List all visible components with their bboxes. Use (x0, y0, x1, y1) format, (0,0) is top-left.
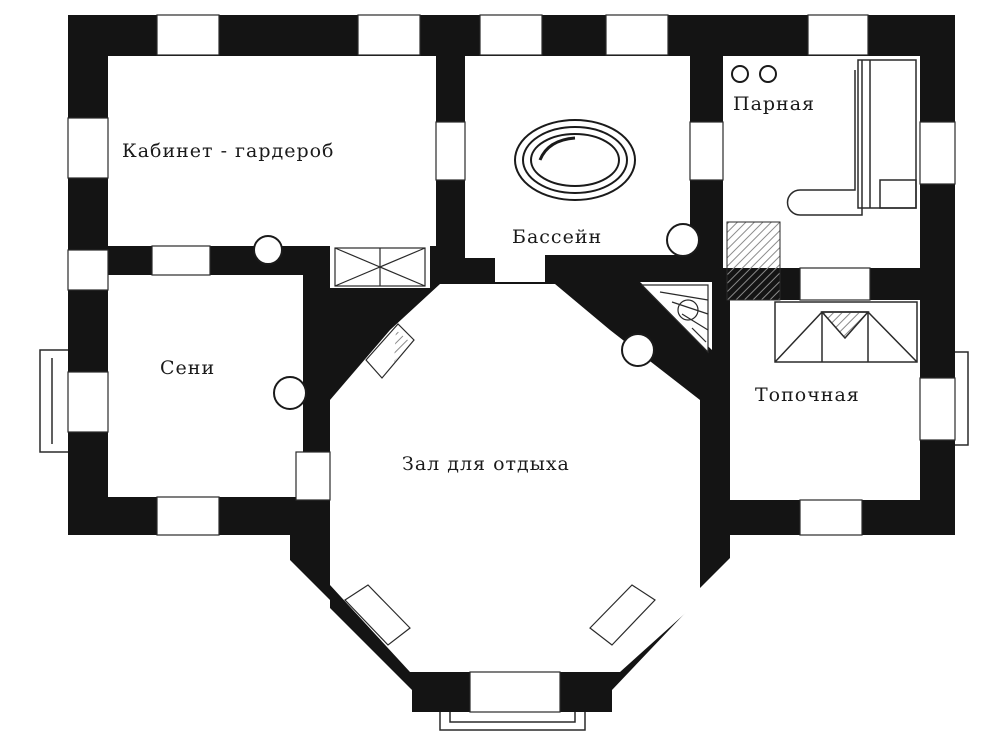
parnaya-fixtures (786, 59, 917, 216)
windows (67, 14, 956, 536)
stove-icon (273, 376, 307, 410)
stove-icon (621, 333, 655, 367)
wardrobe-box (334, 247, 426, 287)
room-label-seni: Сени (160, 357, 216, 379)
room-zal (330, 284, 700, 672)
hatched-stove (726, 221, 781, 301)
furnace (774, 301, 918, 363)
pool (514, 119, 636, 201)
room-label-topochnaya: Топочная (755, 384, 860, 406)
stove-icon (666, 223, 700, 257)
stove-icon (253, 235, 283, 265)
stove-icon (759, 65, 777, 83)
room-label-kabinet: Кабинет - гардероб (122, 140, 335, 162)
round-stoves (253, 65, 777, 410)
diagonal-door (365, 323, 415, 379)
room-label-zal: Зал для отдыха (402, 453, 570, 475)
room-bassein (465, 56, 690, 282)
stair (640, 284, 709, 354)
stove-icon (731, 65, 749, 83)
room-label-bassein: Бассейн (512, 226, 603, 248)
room-label-parnaya: Парная (733, 93, 816, 115)
room-kabinet (108, 56, 436, 246)
diagonal-windows (344, 584, 656, 713)
bay-frames (39, 349, 969, 731)
room-seni (108, 275, 303, 497)
